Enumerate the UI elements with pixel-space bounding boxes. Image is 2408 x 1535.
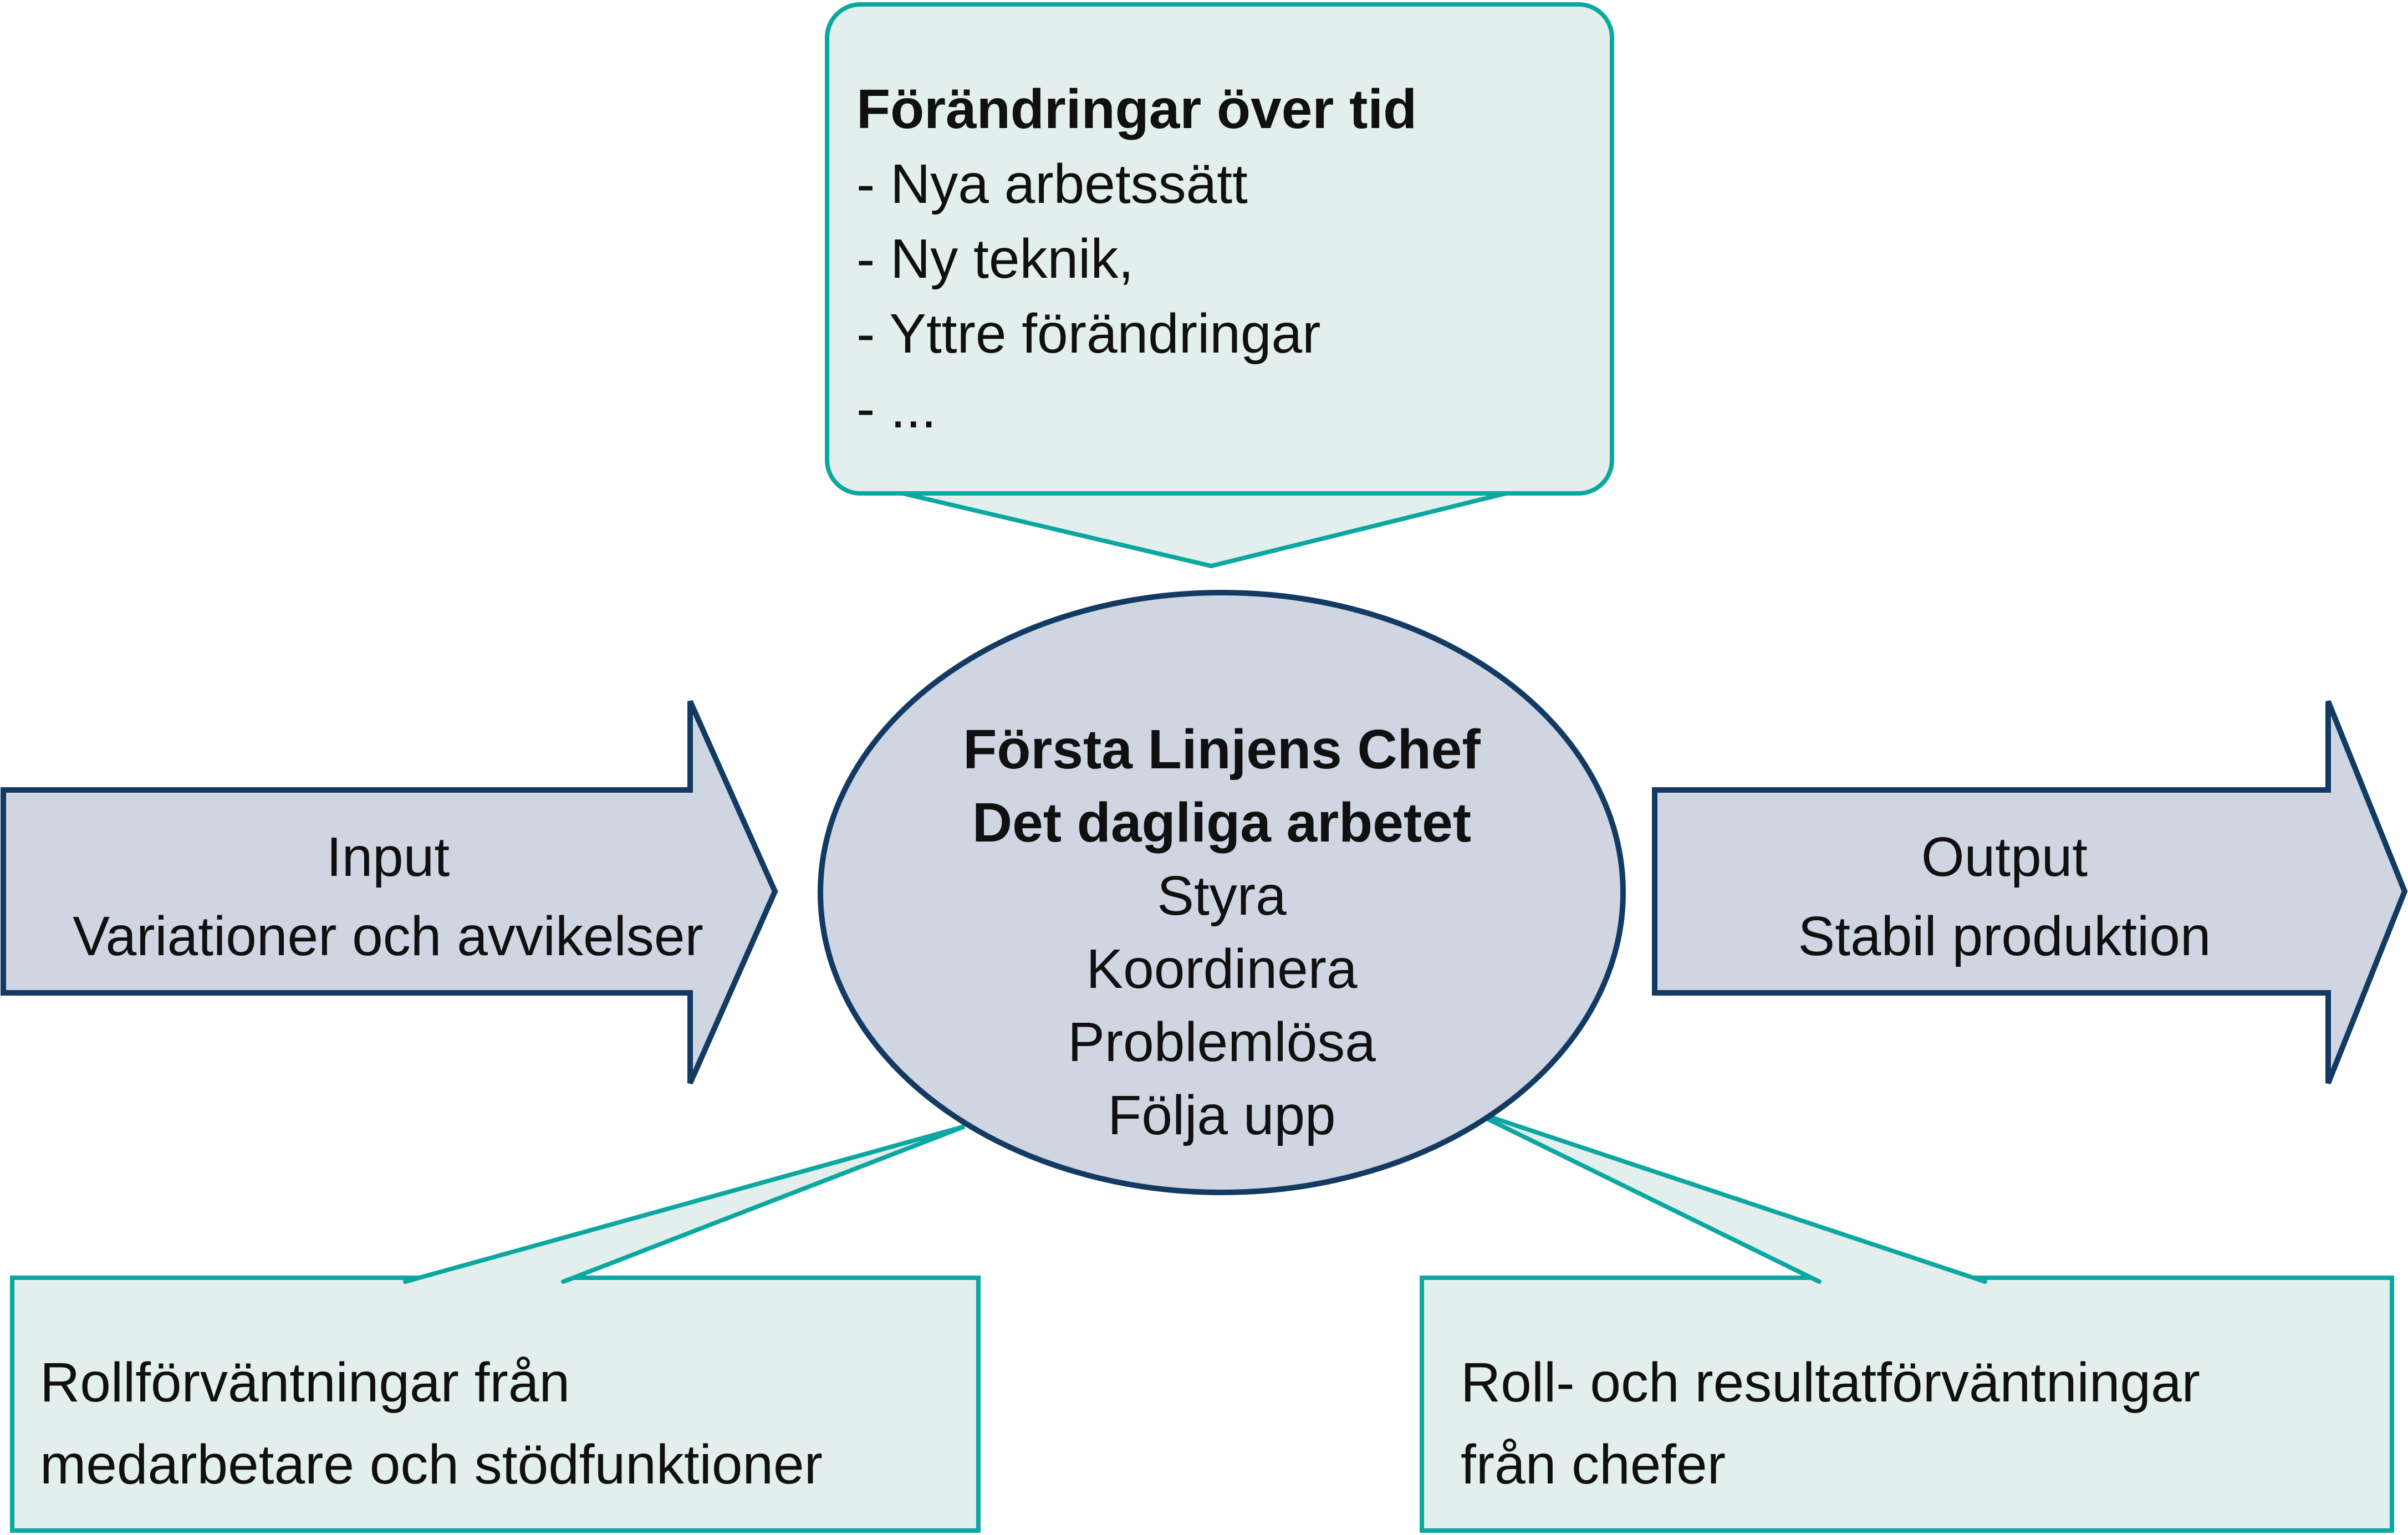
bottom-right-callout-text: Roll- och resultatförväntningar från che…: [1461, 1342, 2381, 1506]
input-arrow-title: Input: [326, 826, 450, 888]
central-ellipse: [818, 590, 1626, 1195]
ellipse-title: Första Linjens Chef: [963, 718, 1481, 781]
bottom-left-callout-tail: [403, 1124, 966, 1284]
bottom-right-line: Roll- och resultatförväntningar: [1461, 1352, 2200, 1414]
top-callout-title: Förändringar över tid: [856, 78, 1417, 140]
top-callout-box: [825, 2, 1614, 496]
bottom-left-line: medarbetare och stödfunktioner: [40, 1434, 823, 1496]
ellipse-item: Problemlösa: [1068, 1011, 1376, 1073]
input-arrow: [1, 700, 778, 1085]
bottom-left-callout-text: Rollförväntningar från medarbetare och s…: [40, 1342, 960, 1506]
output-arrow-text: Output Stabil produktion: [1608, 818, 2401, 976]
central-ellipse-text: Första Linjens Chef Det dagliga arbetet …: [834, 713, 1610, 1152]
output-arrow-title: Output: [1921, 826, 2088, 888]
output-arrow-subtitle: Stabil produktion: [1798, 905, 2211, 967]
bottom-left-callout-box: [10, 1276, 981, 1533]
top-callout-item: - Yttre förändringar: [856, 303, 1321, 365]
bottom-right-line: från chefer: [1461, 1434, 1726, 1496]
bottom-left-line: Rollförväntningar från: [40, 1352, 570, 1414]
input-arrow-subtitle: Variationer och avvikelser: [73, 905, 703, 967]
bottom-right-callout-box: [1420, 1276, 2394, 1533]
top-callout-text: Förändringar över tid - Nya arbetssätt -…: [856, 72, 1594, 446]
input-arrow-text: Input Variationer och avvikelser: [0, 818, 776, 976]
top-callout-item: - Ny teknik,: [856, 228, 1134, 290]
ellipse-item: Följa upp: [1108, 1084, 1336, 1146]
top-callout-item: - Nya arbetssätt: [856, 153, 1248, 215]
top-callout-item: - ...: [856, 378, 937, 440]
output-arrow: [1652, 700, 2408, 1084]
ellipse-item: Styra: [1157, 865, 1287, 927]
ellipse-subtitle: Det dagliga arbetet: [972, 792, 1472, 854]
ellipse-item: Koordinera: [1086, 938, 1358, 1000]
top-callout-tail: [896, 490, 1513, 569]
